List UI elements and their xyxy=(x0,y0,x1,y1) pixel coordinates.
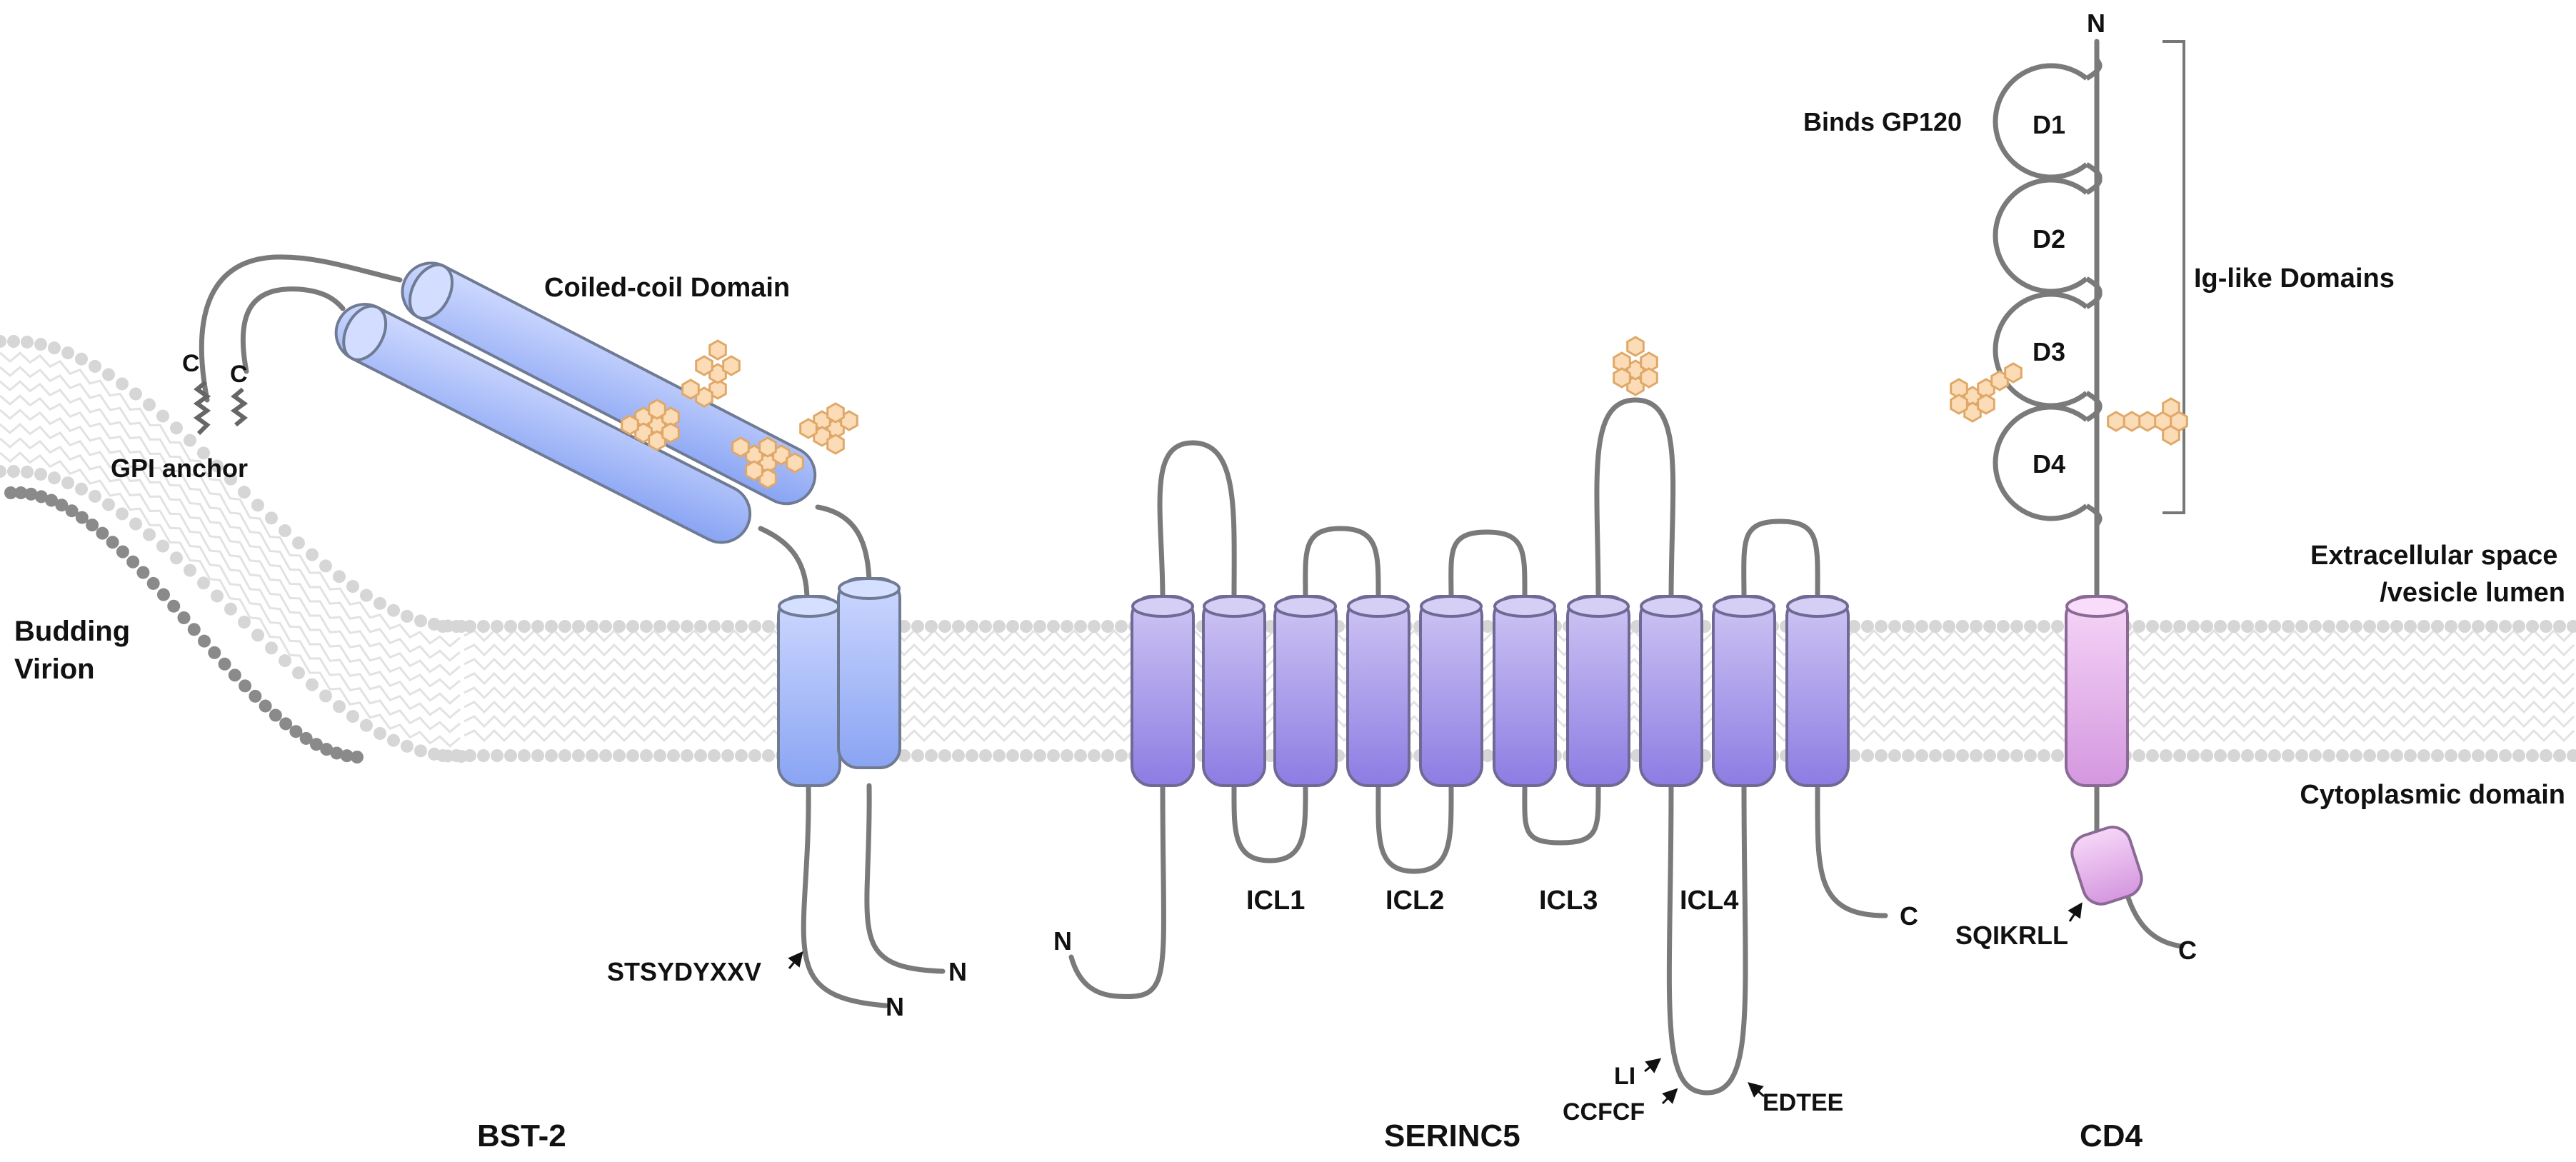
bst2-glycan-2 xyxy=(681,339,741,408)
serinc5-tm-helix-3 xyxy=(1273,595,1338,787)
icl1-label: ICL1 xyxy=(1246,886,1305,916)
serinc5-loop-ec4 xyxy=(1594,397,1676,601)
cd4-motif-arrow xyxy=(2068,902,2083,922)
bst2-loop-2 xyxy=(240,286,346,374)
bst2-c-terminus-label-1: C xyxy=(182,350,200,377)
ccfcf-motif-label: CCFCF xyxy=(1563,1098,1645,1126)
serinc5-protein xyxy=(1068,397,1888,1096)
bst2-tm-helix-1 xyxy=(777,595,841,787)
serinc5-tm-helix-1 xyxy=(1131,595,1195,787)
serinc5-loop-icl1 xyxy=(1231,783,1308,863)
cd4-protein xyxy=(1993,39,2185,949)
bst2-glycan-1 xyxy=(621,399,680,451)
bst2-n-terminus-label-2: N xyxy=(948,957,967,986)
cd4-d3-label: D3 xyxy=(2033,337,2065,366)
bst2-n-terminus-label-1: N xyxy=(886,992,904,1021)
icl3-label: ICL3 xyxy=(1539,886,1598,916)
serinc5-tm-helix-9 xyxy=(1712,595,1776,787)
cd4-d4-label: D4 xyxy=(2033,449,2065,479)
serinc5-loop-icl4 xyxy=(1666,783,1748,1096)
serinc5-tm-helix-6 xyxy=(1493,595,1557,787)
serinc5-tm-helix-2 xyxy=(1202,595,1266,787)
cd4-glycan-d3 xyxy=(1950,362,2023,423)
cd4-d1-label: D1 xyxy=(2033,110,2065,139)
virion-membrane xyxy=(0,335,468,763)
bst2-motif-label: STSYDYXXV xyxy=(607,957,761,986)
ig-like-domains-label: Ig-like Domains xyxy=(2194,264,2395,294)
glycans xyxy=(621,336,2188,489)
binds-gp120-label: Binds GP120 xyxy=(1803,107,1962,136)
serinc5-n-terminus-label: N xyxy=(1053,926,1072,956)
bst2-motif-arrow xyxy=(788,951,803,969)
edtee-motif-arrow xyxy=(1748,1082,1765,1098)
serinc5-loop-ec2 xyxy=(1303,526,1381,601)
bst2-tm-helix-2 xyxy=(837,577,901,769)
cd4-motif-label: SQIKRLL xyxy=(1955,921,2068,950)
extracellular-label: Extracellular space /vesicle lumen xyxy=(2310,541,2565,608)
ccfcf-motif-arrow xyxy=(1661,1088,1678,1105)
icl4-label: ICL4 xyxy=(1680,886,1738,916)
serinc5-tm-helix-7 xyxy=(1566,595,1630,787)
cd4-c-terminus-label: C xyxy=(2178,936,2197,965)
ig-like-bracket xyxy=(2162,40,2185,514)
cd4-glycan-d4 xyxy=(2107,397,2188,446)
bst2-glycan-3 xyxy=(731,436,804,489)
gpi-anchor-1 xyxy=(193,380,211,436)
serinc5-tm-helix-5 xyxy=(1419,595,1483,787)
serinc5-c-terminus xyxy=(1815,783,1888,918)
gpi-anchor-label: GPI anchor xyxy=(111,454,248,483)
serinc5-c-terminus-label: C xyxy=(1900,901,1918,931)
serinc5-tm-helix-4 xyxy=(1346,595,1410,787)
serinc5-loop-ec3 xyxy=(1448,529,1528,601)
bst2-title: BST-2 xyxy=(477,1118,566,1153)
cytoplasmic-label: Cytoplasmic domain xyxy=(2300,780,2565,810)
bst2-linker-1 xyxy=(758,526,810,603)
bst2-c-terminus-label-2: C xyxy=(230,361,248,388)
cd4-n-terminus-label: N xyxy=(2087,9,2105,38)
serinc5-loop-ec1 xyxy=(1157,440,1237,601)
cd4-d2-label: D2 xyxy=(2033,224,2065,254)
budding-virion-label: Budding Virion xyxy=(14,616,138,685)
serinc5-title: SERINC5 xyxy=(1384,1118,1520,1153)
bst2-glycan-4 xyxy=(799,402,858,455)
bst2-chain-1 xyxy=(801,783,888,1008)
gpi-anchor-2 xyxy=(230,387,249,427)
serinc5-tm-helix-8 xyxy=(1639,595,1703,787)
cd4-tm-helix xyxy=(2065,595,2129,787)
icl2-label: ICL2 xyxy=(1385,886,1444,916)
serinc5-tm-helix-10 xyxy=(1785,595,1850,787)
bst2-protein xyxy=(193,254,946,1008)
li-motif-arrow xyxy=(1644,1058,1662,1073)
coiled-coil-label: Coiled-coil Domain xyxy=(544,273,790,303)
bst2-chain-2 xyxy=(864,783,946,974)
serinc5-n-terminus xyxy=(1068,783,1167,999)
serinc5-loop-icl3 xyxy=(1522,783,1601,846)
cd4-cytoplasmic-helix xyxy=(2070,826,2143,906)
serinc5-loop-ec5 xyxy=(1741,519,1820,601)
cd4-ig-domain-4 xyxy=(1993,404,2103,527)
coiled-coil-rods xyxy=(334,261,817,544)
cd4-title: CD4 xyxy=(2080,1118,2143,1153)
serinc5-glycan xyxy=(1613,336,1658,396)
li-motif-label: LI xyxy=(1614,1063,1635,1090)
edtee-motif-label: EDTEE xyxy=(1763,1089,1843,1116)
serinc5-loop-icl2 xyxy=(1375,783,1454,874)
cd4-cytoplasmic-tail xyxy=(2094,783,2185,949)
bst2-loop-1 xyxy=(199,254,403,403)
